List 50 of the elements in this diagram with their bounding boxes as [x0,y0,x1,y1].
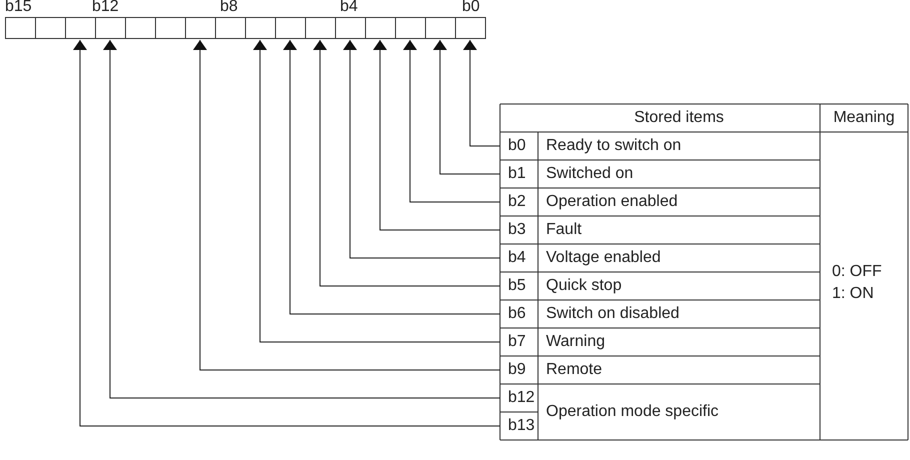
column-header: Stored items [633,108,725,128]
arrow [283,40,500,314]
item-name: Quick stop [545,276,623,296]
arrow [253,40,500,342]
item-name: Voltage enabled [545,248,662,268]
bit-cell [335,17,366,39]
arrow [403,40,500,202]
arrow [343,40,500,258]
bit-cell [425,17,456,39]
column-header: Meaning [832,108,896,128]
item-name: Operation enabled [545,192,679,212]
bit-cell [95,17,126,39]
item-name: Switched on [545,164,634,184]
bit-cell [455,17,486,39]
item-name: Remote [545,360,604,380]
bit-cell [395,17,426,39]
bit-cell [5,17,36,39]
bit-number: b0 [500,132,538,160]
arrow [433,40,500,174]
bit-cell [65,17,96,39]
bit-number: b13 [500,412,538,440]
bit-number: b6 [500,300,538,328]
bit-number: b4 [500,244,538,272]
bit-cell [365,17,396,39]
item-name: Warning [545,332,606,352]
bit-cell [305,17,336,39]
item-name: Fault [545,220,583,240]
item-name: Operation mode specific [545,402,720,422]
bit-number: b9 [500,356,538,384]
bit-number: b3 [500,216,538,244]
bit-cell [215,17,246,39]
bit-number: b5 [500,272,538,300]
bit-number: b7 [500,328,538,356]
bit-number: b12 [500,384,538,412]
item-name: Ready to switch on [545,136,682,156]
meaning-text: 1: ON [832,284,874,304]
arrow [463,40,500,146]
arrow [193,40,500,370]
arrow [373,40,500,230]
item-name: Switch on disabled [545,304,680,324]
bit-cell [245,17,276,39]
arrow [313,40,500,286]
bit-number: b2 [500,188,538,216]
bit-cell [125,17,156,39]
bit-cell [155,17,186,39]
bit-cell [185,17,216,39]
bit-cell [35,17,66,39]
bit-number: b1 [500,160,538,188]
meaning-text: 0: OFF [832,262,882,282]
bit-cell [275,17,306,39]
